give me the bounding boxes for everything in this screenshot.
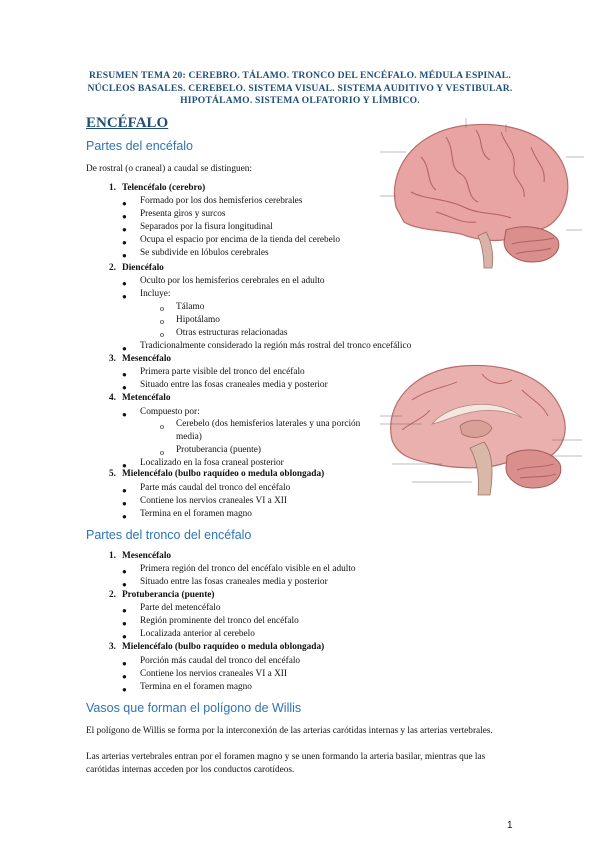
subheading-poligono-willis: Vasos que forman el polígono de Willis (86, 701, 302, 715)
paragraph: El polígono de Willis se forma por la in… (86, 726, 493, 736)
item-title: Mesencéfalo (122, 551, 172, 561)
item-title: Metencéfalo (122, 393, 171, 403)
list-item: Situado entre las fosas craneales media … (140, 577, 328, 587)
item-title: Telencéfalo (cerebro) (122, 183, 206, 193)
list-item: Situado entre las fosas craneales media … (140, 380, 328, 390)
list-item: Ocupa el espacio por encima de la tienda… (140, 235, 341, 245)
item-number: 1. (109, 183, 116, 193)
item-title: Diencéfalo (122, 263, 164, 273)
item-number: 2. (109, 263, 116, 273)
item-number: 3. (109, 354, 116, 364)
list-item: Tradicionalmente considerado la región m… (140, 341, 412, 351)
list-item: Localizada anterior al cerebelo (140, 629, 255, 639)
sub-list-item: Otras estructuras relacionadas (176, 328, 288, 338)
sub-list-item: Cerebelo (dos hemisferios laterales y un… (176, 419, 361, 442)
paragraph: Las arterias vertebrales entran por el f… (86, 752, 486, 775)
intro-text: De rostral (o craneal) a caudal se disti… (86, 164, 252, 174)
item-number: 1. (109, 551, 116, 561)
list-item: Porción más caudal del tronco del encéfa… (140, 656, 301, 666)
brain-sagittal-illustration (372, 360, 594, 500)
list-item: Compuesto por: (140, 407, 200, 417)
section-heading-encefalo: ENCÉFALO (86, 115, 169, 131)
item-title: Protuberancia (puente) (122, 590, 215, 600)
item-title: Mielencéfalo (bulbo raquídeo o medula ob… (122, 642, 325, 652)
sub-list-item: Tálamo (176, 302, 205, 312)
page-number: 1 (507, 820, 513, 831)
subheading-partes-encefalo: Partes del encéfalo (86, 139, 194, 153)
item-title: Mielencéfalo (bulbo raquídeo o medula ob… (122, 469, 325, 479)
list-item: Contiene los nervios craneales VI a XII (140, 669, 287, 679)
list-item: Presenta giros y surcos (140, 209, 226, 219)
sub-list-item: Hipotálamo (176, 315, 220, 325)
list-item: Termina en el foramen magno (140, 682, 252, 692)
list-item: Se subdivide en lóbulos cerebrales (140, 248, 269, 258)
list-item: Oculto por los hemisferios cerebrales en… (140, 276, 325, 286)
list-item: Termina en el foramen magno (140, 509, 252, 519)
list-item: Contiene los nervios craneales VI a XII (140, 496, 287, 506)
sub-list-item: Protuberancia (puente) (176, 445, 261, 455)
list-item: Parte del metencéfalo (140, 603, 221, 613)
list-item: Separados por la fisura longitudinal (140, 222, 273, 232)
item-number: 5. (109, 469, 116, 479)
list-item: Formado por los dos hemisferios cerebral… (140, 196, 303, 206)
subheading-tronco-encefalo: Partes del tronco del encéfalo (86, 528, 252, 542)
list-item: Localizado en la fosa craneal posterior (140, 458, 284, 468)
list-item: Incluye: (140, 289, 171, 299)
list-item: Parte más caudal del tronco del encéfalo (140, 483, 291, 493)
item-number: 4. (109, 393, 116, 403)
item-title: Mesencéfalo (122, 354, 172, 364)
list-item: Primera región del tronco del encéfalo v… (140, 564, 356, 574)
document-title: RESUMEN TEMA 20: CEREBRO. TÁLAMO. TRONCO… (87, 70, 513, 106)
item-number: 3. (109, 642, 116, 652)
brain-lateral-illustration (366, 112, 596, 272)
item-number: 2. (109, 590, 116, 600)
list-item: Región prominente del tronco del encéfal… (140, 616, 299, 626)
list-item: Primera parte visible del tronco del enc… (140, 367, 305, 377)
